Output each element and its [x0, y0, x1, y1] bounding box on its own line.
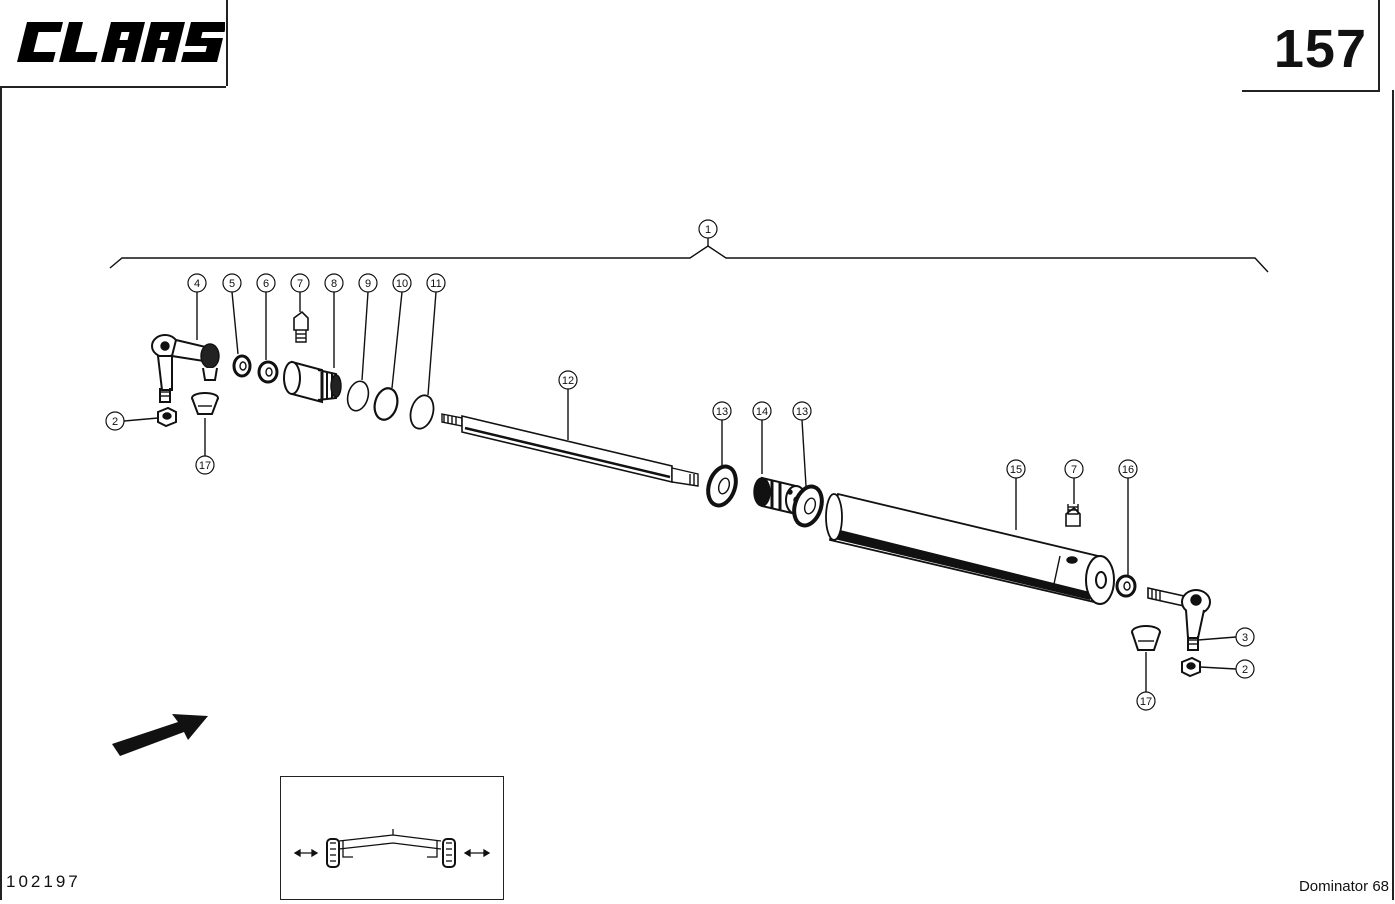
callout-assembly: 1: [698, 219, 718, 239]
callout-o-ring-9: 9: [358, 273, 378, 293]
callout-o-ring-11: 11: [426, 273, 446, 293]
o-ring-11-part: [409, 394, 435, 430]
page-border-left: [0, 86, 2, 900]
callout-gland-nut: 8: [324, 273, 344, 293]
o-ring-10-part: [373, 387, 399, 421]
svg-text:13: 13: [796, 406, 808, 418]
assembly-bracket: [109, 245, 1269, 273]
callout-tie-rod-end-left: 4: [187, 273, 207, 293]
svg-text:12: 12: [562, 375, 574, 387]
direction-arrow: [112, 714, 208, 756]
svg-text:9: 9: [365, 278, 371, 290]
svg-text:8: 8: [331, 278, 337, 290]
callout-piston-rod: 12: [558, 370, 578, 390]
callout-dust-cap-right: 17: [1136, 691, 1156, 711]
callout-grease-nipple-right: 7: [1064, 459, 1084, 479]
svg-text:15: 15: [1010, 464, 1022, 476]
dust-cap-left-part: [191, 392, 219, 415]
callout-washer-5: 5: [222, 273, 242, 293]
callout-dust-cap-left: 17: [195, 455, 215, 475]
axle-overview-drawing: [293, 829, 491, 868]
header-rule-left: [0, 86, 226, 88]
drawing-number: 102197: [6, 872, 81, 891]
svg-text:7: 7: [297, 278, 303, 290]
svg-text:13: 13: [716, 406, 728, 418]
page-border-right: [1392, 90, 1394, 900]
callout-cylinder-tube: 15: [1006, 459, 1026, 479]
svg-text:11: 11: [430, 278, 441, 290]
svg-text:16: 16: [1122, 464, 1134, 476]
callout-nut-16: 16: [1118, 459, 1138, 479]
nut-right-part: [1181, 656, 1201, 678]
svg-text:3: 3: [1242, 632, 1248, 644]
svg-text:2: 2: [1242, 664, 1248, 676]
cylinder-tube-part: [825, 492, 1115, 605]
svg-text:14: 14: [756, 406, 768, 418]
svg-text:10: 10: [396, 278, 408, 290]
piston-rod-part: [441, 413, 699, 487]
seal-left-part: [706, 464, 738, 508]
callout-seal-right: 13: [792, 401, 812, 421]
axle-overview-inset: [280, 776, 504, 900]
svg-text:17: 17: [1140, 696, 1152, 708]
callout-grease-nipple-left: 7: [290, 273, 310, 293]
brand-logo: [17, 22, 225, 62]
callout-piston: 14: [752, 401, 772, 421]
svg-text:7: 7: [1071, 464, 1077, 476]
svg-text:2: 2: [112, 416, 118, 428]
tie-rod-end-left-part: [151, 334, 220, 403]
header-frame-left: [0, 0, 228, 86]
callout-nut-left: 2: [105, 411, 125, 431]
model-name: Dominator 68: [1298, 878, 1389, 895]
nut-16-part: [1115, 574, 1137, 598]
grease-nipple-left-part: [293, 310, 309, 343]
svg-text:6: 6: [263, 278, 269, 290]
callout-o-ring-10: 10: [392, 273, 412, 293]
callout-washer-6: 6: [256, 273, 276, 293]
svg-text:4: 4: [194, 278, 200, 290]
callout-tie-rod-end-right: 3: [1235, 627, 1255, 647]
header-frame-right: [1378, 0, 1380, 90]
washer-5-part: [232, 354, 252, 378]
svg-text:1: 1: [705, 224, 711, 236]
grease-nipple-right-part: [1065, 504, 1081, 527]
gland-nut-part: [283, 360, 342, 404]
svg-text:5: 5: [229, 278, 235, 290]
callout-seal-left: 13: [712, 401, 732, 421]
svg-text:17: 17: [199, 460, 211, 472]
tie-rod-end-right-part: [1147, 587, 1211, 651]
nut-left-part: [157, 406, 177, 428]
o-ring-9-part: [346, 380, 370, 412]
dust-cap-right-part: [1131, 625, 1161, 651]
callout-nut-right: 2: [1235, 659, 1255, 679]
page-number: 157: [1273, 19, 1367, 79]
header-rule-right: [1242, 90, 1380, 92]
washer-6-part: [257, 360, 279, 384]
seal-right-part: [792, 484, 824, 528]
